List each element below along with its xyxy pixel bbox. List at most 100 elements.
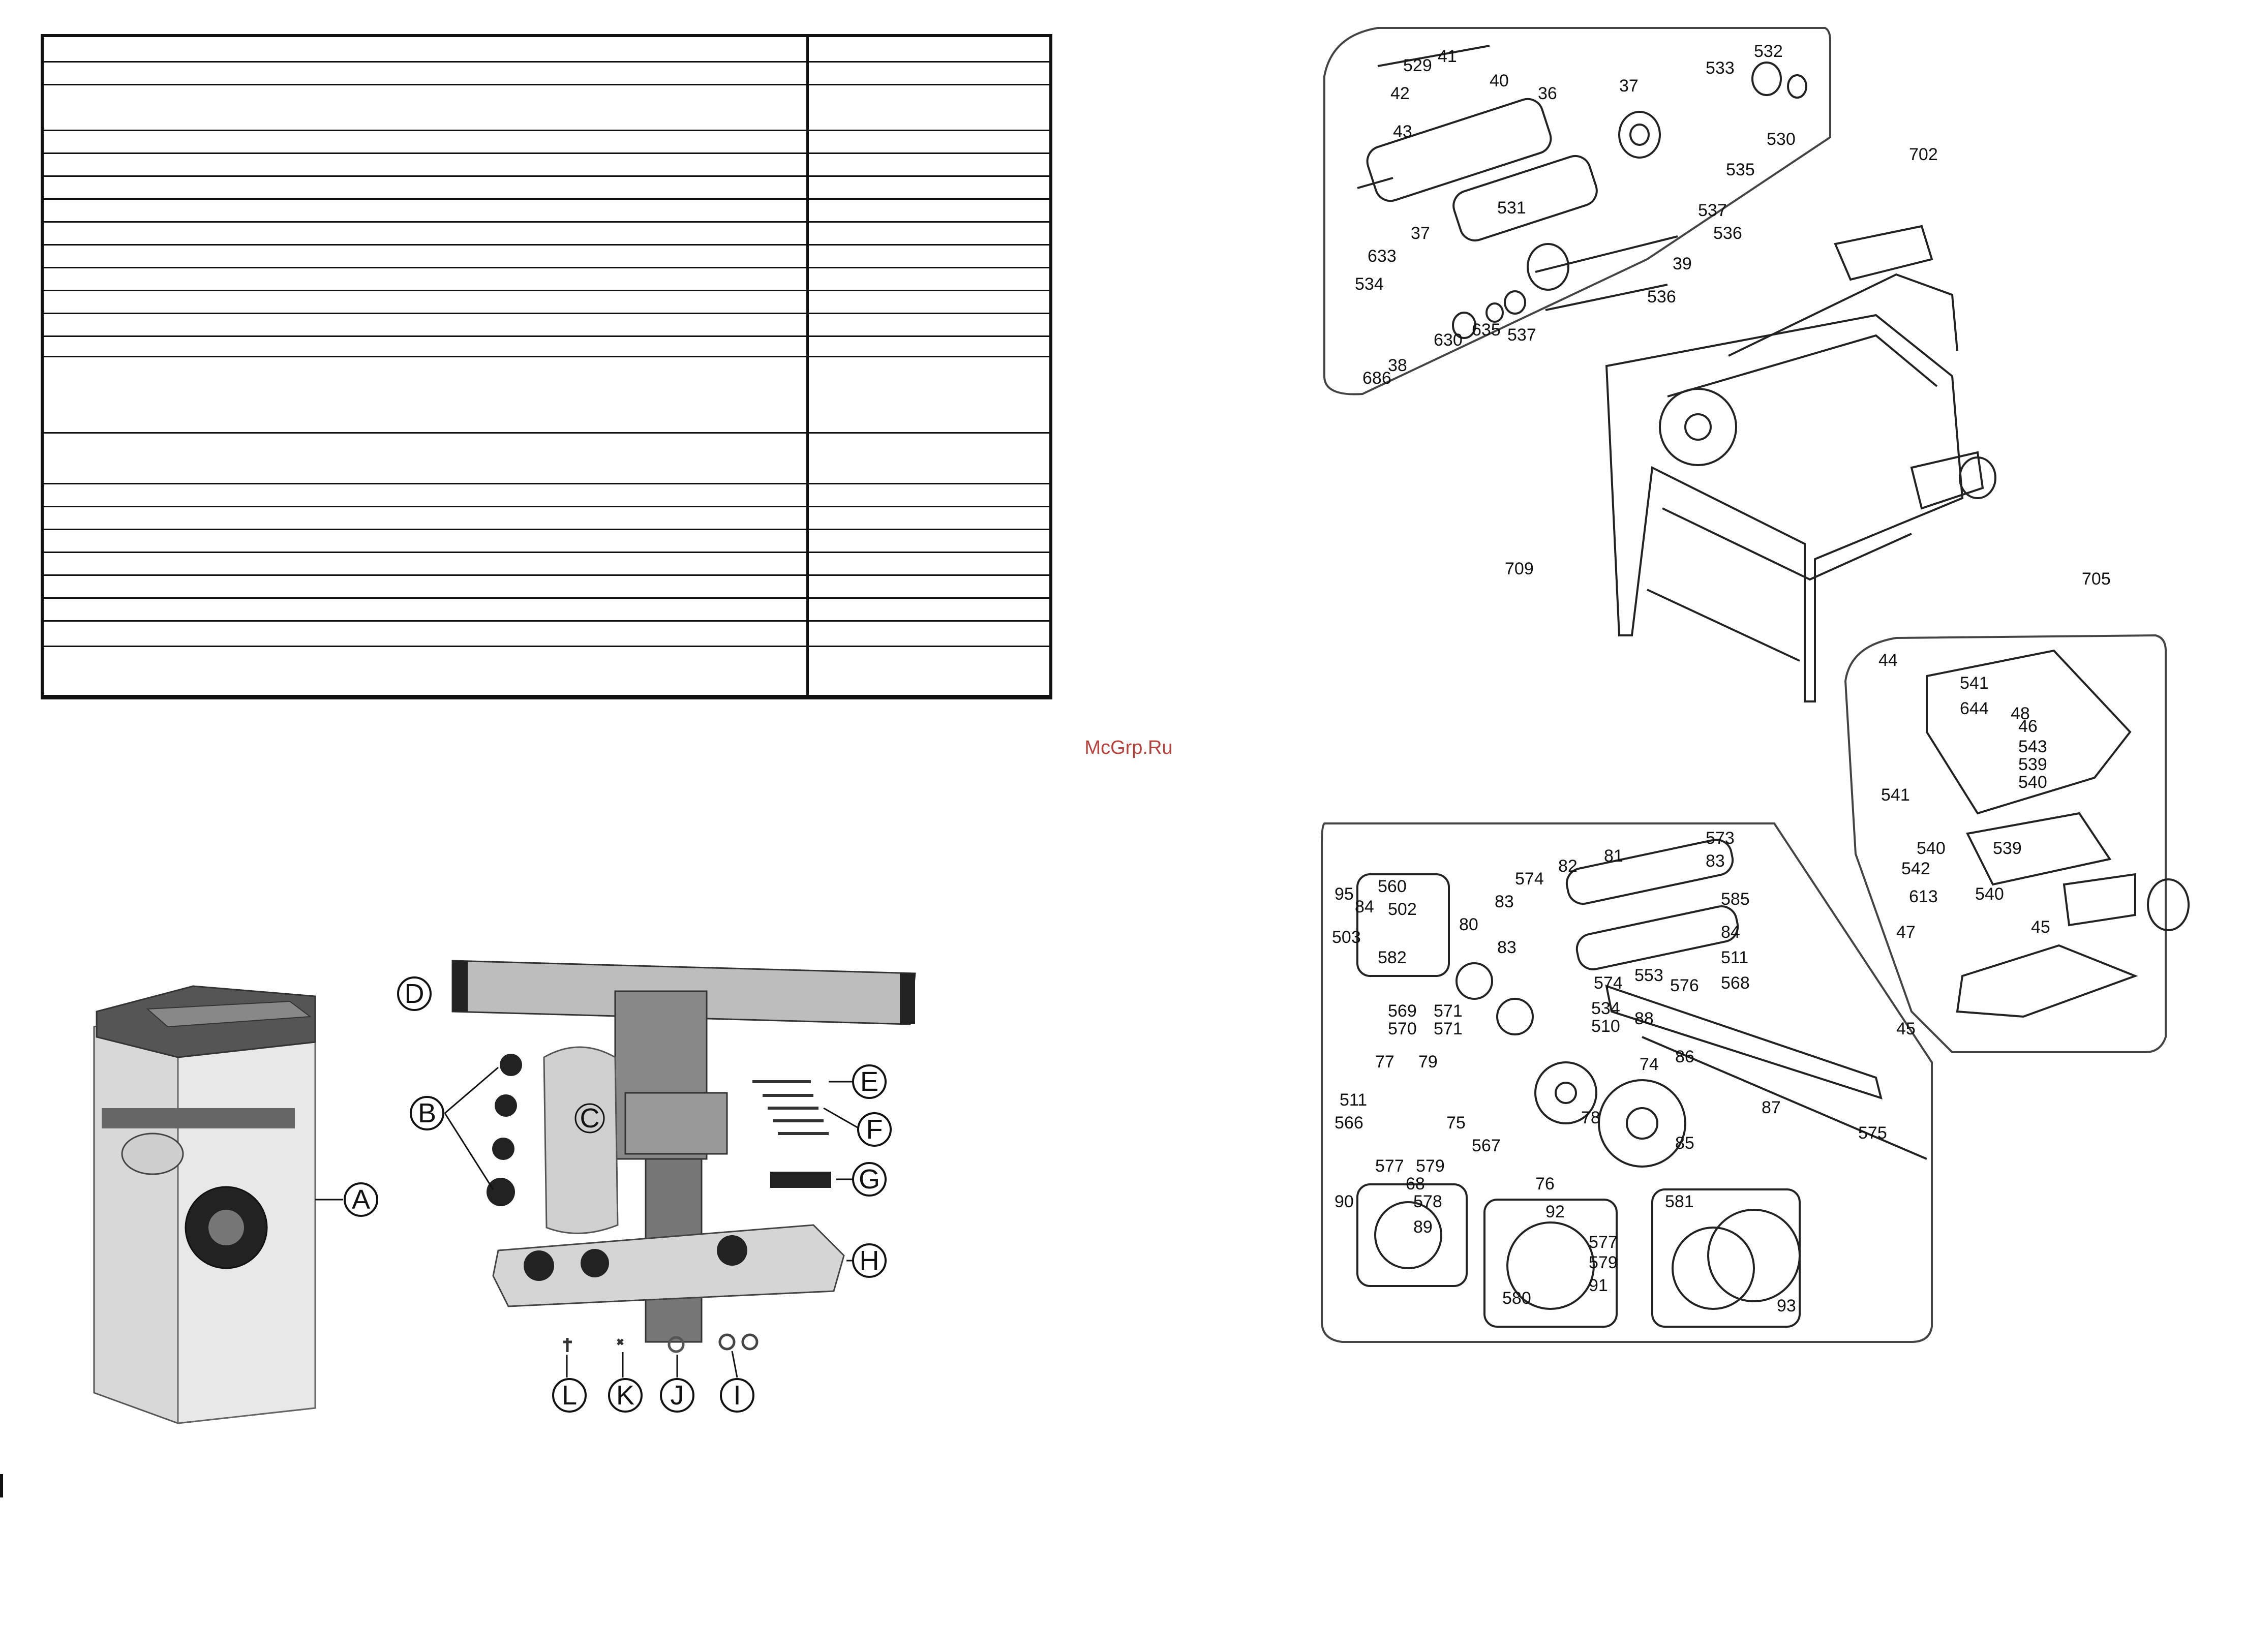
callout: 503 bbox=[1332, 928, 1361, 947]
callout: 568 bbox=[1721, 973, 1750, 993]
callout: 630 bbox=[1434, 330, 1463, 350]
callout: 705 bbox=[2082, 569, 2111, 589]
callout: 644 bbox=[1960, 699, 1989, 718]
planer-thicknesser-machine bbox=[93, 985, 316, 1424]
callout: 45 bbox=[2031, 917, 2050, 937]
table-row bbox=[44, 131, 1049, 154]
callout: 567 bbox=[1472, 1136, 1501, 1155]
callout: 537 bbox=[1698, 201, 1727, 220]
callout: 511 bbox=[1340, 1090, 1367, 1110]
callout: 93 bbox=[1777, 1296, 1796, 1316]
callout: 560 bbox=[1378, 877, 1407, 896]
table-row bbox=[44, 177, 1049, 200]
callout: 709 bbox=[1505, 559, 1534, 578]
table-row bbox=[44, 434, 1049, 484]
cutter-block-assembly bbox=[1357, 45, 1807, 339]
callout: 76 bbox=[1535, 1174, 1555, 1194]
callout: 47 bbox=[1896, 923, 1916, 942]
label-L: L bbox=[562, 1380, 577, 1411]
callout: 569 bbox=[1388, 1001, 1417, 1021]
table-row bbox=[44, 530, 1049, 553]
callout: 48 bbox=[2011, 704, 2030, 723]
callout: 510 bbox=[1591, 1017, 1620, 1036]
label-I: I bbox=[733, 1380, 741, 1411]
callout: 77 bbox=[1375, 1052, 1394, 1072]
callout-I: I bbox=[720, 1378, 754, 1413]
callout: 78 bbox=[1581, 1108, 1600, 1127]
table-row bbox=[44, 507, 1049, 530]
callout: 580 bbox=[1502, 1289, 1531, 1308]
label-H: H bbox=[860, 1245, 880, 1276]
callout: 83 bbox=[1495, 892, 1514, 911]
label-F: F bbox=[866, 1114, 883, 1145]
table-row bbox=[44, 37, 1049, 63]
callout: 570 bbox=[1388, 1019, 1417, 1038]
callout: 574 bbox=[1594, 973, 1623, 993]
callout: 95 bbox=[1335, 884, 1354, 904]
table-row bbox=[44, 223, 1049, 246]
callout: 531 bbox=[1497, 198, 1526, 218]
callout: 38 bbox=[1388, 356, 1407, 375]
callout: 573 bbox=[1706, 829, 1735, 848]
callout: 88 bbox=[1634, 1009, 1654, 1028]
callout: 87 bbox=[1762, 1098, 1781, 1117]
callout: 582 bbox=[1378, 948, 1407, 967]
callout: 83 bbox=[1497, 938, 1517, 957]
callout: 68 bbox=[1406, 1174, 1425, 1194]
callout: 702 bbox=[1909, 145, 1938, 164]
callout: 45 bbox=[1896, 1019, 1916, 1038]
callout: 84 bbox=[1721, 923, 1740, 942]
callout: 46 bbox=[2018, 717, 2038, 736]
callout: 44 bbox=[1878, 651, 1898, 670]
callout-L: L bbox=[552, 1378, 587, 1413]
parts-E-F-G bbox=[752, 1080, 860, 1188]
callout: 571 bbox=[1434, 1001, 1463, 1021]
table-row bbox=[44, 291, 1049, 314]
callout: 581 bbox=[1665, 1192, 1694, 1211]
callout: 540 bbox=[1917, 839, 1946, 858]
table-row bbox=[44, 647, 1049, 696]
table-row bbox=[44, 268, 1049, 291]
callout: 79 bbox=[1418, 1052, 1438, 1072]
guard-C: C bbox=[543, 1046, 619, 1234]
table-row bbox=[44, 337, 1049, 357]
callout: 539 bbox=[1993, 839, 2022, 858]
callout: 37 bbox=[1411, 224, 1430, 243]
label-E: E bbox=[860, 1066, 878, 1097]
callout: 541 bbox=[1960, 674, 1989, 693]
label-K: K bbox=[616, 1380, 634, 1411]
callout: 40 bbox=[1490, 71, 1509, 90]
callout: 81 bbox=[1604, 846, 1623, 866]
callout: 80 bbox=[1459, 915, 1478, 934]
callout: 633 bbox=[1368, 247, 1397, 266]
callout: 86 bbox=[1675, 1047, 1694, 1066]
callout: 543 bbox=[2018, 737, 2047, 756]
group-outline-709 bbox=[1321, 822, 1933, 1343]
callout: 686 bbox=[1362, 369, 1391, 388]
callout-A: A bbox=[315, 1182, 378, 1217]
callout: 84 bbox=[1355, 897, 1374, 916]
callout: 536 bbox=[1713, 224, 1742, 243]
callout: 82 bbox=[1558, 856, 1578, 876]
callout: 575 bbox=[1858, 1123, 1887, 1143]
table-row bbox=[44, 63, 1049, 85]
callout: 574 bbox=[1515, 869, 1544, 889]
fence-D bbox=[451, 960, 916, 1343]
label-G: G bbox=[859, 1164, 880, 1195]
callout: 553 bbox=[1634, 966, 1663, 985]
callout-E: E bbox=[852, 1064, 887, 1099]
callout: 502 bbox=[1388, 900, 1417, 919]
label-C: C bbox=[580, 1103, 600, 1134]
callout: 89 bbox=[1413, 1217, 1433, 1237]
group-outline-702 bbox=[1323, 27, 1831, 395]
callout: 571 bbox=[1434, 1019, 1463, 1038]
callout: 540 bbox=[2018, 773, 2047, 792]
callout-J: J bbox=[660, 1378, 694, 1413]
callout: 579 bbox=[1589, 1253, 1618, 1272]
table-row bbox=[44, 246, 1049, 268]
dust-hood-parts bbox=[1926, 649, 2190, 1018]
parts-table bbox=[41, 34, 1052, 699]
callout: 635 bbox=[1472, 320, 1501, 340]
label-A: A bbox=[352, 1184, 370, 1215]
arm-H bbox=[492, 1224, 854, 1307]
